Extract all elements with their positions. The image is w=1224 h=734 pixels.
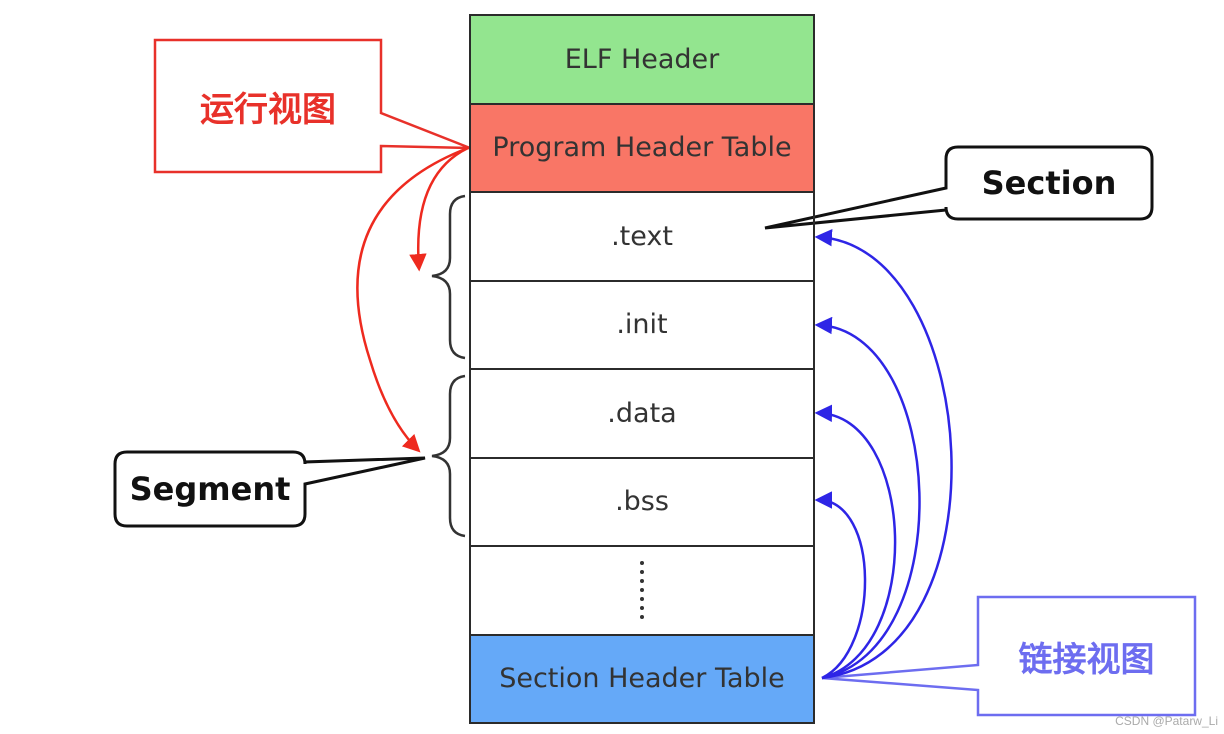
brace-data-bss xyxy=(431,374,466,538)
blue-arrow-to-text xyxy=(814,228,953,680)
text-section-block: .text xyxy=(471,193,813,282)
section-label: Section xyxy=(981,164,1117,202)
vertical-ellipsis-icon xyxy=(640,561,644,620)
bss-section-block: .bss xyxy=(471,459,813,547)
red-arrow-to-first-segment xyxy=(409,146,469,272)
text-section-label: .text xyxy=(611,220,673,252)
section-callout xyxy=(764,145,1154,230)
ellipsis-block xyxy=(471,547,813,636)
data-section-label: .data xyxy=(607,397,677,429)
data-section-block: .data xyxy=(471,370,813,459)
program-header-table-label: Program Header Table xyxy=(492,132,792,164)
program-header-table-block: Program Header Table xyxy=(471,104,813,193)
section-header-table-label: Section Header Table xyxy=(499,663,785,695)
segment-label: Segment xyxy=(129,470,291,508)
blue-arrow-to-init xyxy=(814,316,921,680)
bss-section-label: .bss xyxy=(615,486,669,518)
elf-header-block: ELF Header xyxy=(471,16,813,105)
run-view-callout xyxy=(153,38,471,174)
init-section-label: .init xyxy=(616,309,668,341)
elf-header-label: ELF Header xyxy=(564,43,720,75)
red-arrow-to-second-segment xyxy=(356,146,469,453)
link-view-callout xyxy=(821,595,1197,717)
brace-text-init xyxy=(431,194,466,360)
blue-arrow-to-bss xyxy=(814,491,867,680)
section-header-table-block: Section Header Table xyxy=(471,635,813,722)
segment-callout xyxy=(113,450,426,528)
init-section-block: .init xyxy=(471,282,813,370)
run-view-label: 运行视图 xyxy=(200,89,336,130)
blue-arrow-to-data xyxy=(814,404,897,680)
link-view-label: 链接视图 xyxy=(1018,639,1155,680)
watermark-text: CSDN @Patarw_Li xyxy=(1115,714,1218,728)
elf-file-stack: ELF Header Program Header Table .text .i… xyxy=(469,14,815,724)
